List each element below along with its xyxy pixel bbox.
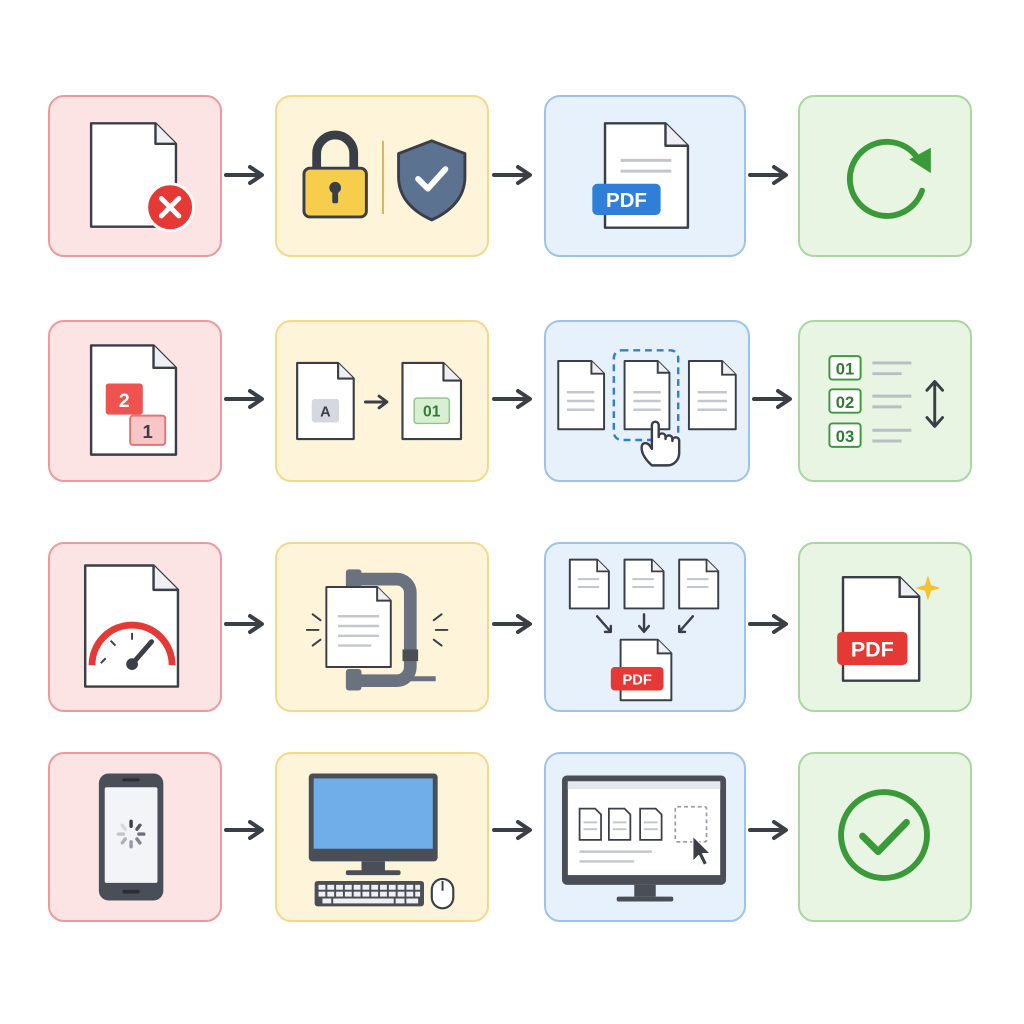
card-desktop [275,752,489,922]
flow-arrow [748,612,794,636]
order-item-2: 02 [836,393,854,412]
card-refresh [798,95,972,257]
order-item-1: 01 [836,360,854,379]
page-letter: A [320,405,331,421]
mouse-icon [430,877,455,910]
vertical-arrows-icon [925,380,945,428]
page-front-number: 2 [119,390,130,412]
card-success [798,752,972,922]
card-security [275,95,489,257]
pdf-badge-label: PDF [851,637,894,661]
flow-arrow [492,612,538,636]
page-order-icon: 1 2 [89,344,178,456]
flow-arrow [748,163,794,187]
merge-pdf-icon: PDF [568,558,720,702]
flow-arrow [748,818,794,842]
reorder-list-icon: 01 02 03 [828,355,945,448]
lock-icon [302,130,368,219]
card-pdf-convert: PDF [544,95,746,257]
page-back-number: 1 [143,421,153,442]
card-merge: PDF [544,542,746,712]
cursor-icon [692,835,712,866]
card-broken-file [48,95,222,257]
pdf-badge-label: PDF [623,673,652,689]
desktop-computer-icon [308,773,455,910]
file-error-icon [89,122,195,233]
clamp-compress-icon [305,569,449,691]
flow-arrow [492,163,538,187]
check-circle-icon [838,789,930,881]
keyboard-icon [314,880,424,907]
card-slow-file [48,542,222,712]
hand-cursor-icon [640,420,681,467]
flow-arrow [224,818,270,842]
loading-spinner-icon [116,819,146,849]
speed-gauge-icon [83,564,180,688]
refresh-icon [846,138,931,219]
card-mobile [48,752,222,922]
flow-arrow [224,163,270,187]
card-web-app [544,752,746,922]
page-renumber-icon: A 01 [296,361,463,441]
flow-arrow [492,818,538,842]
card-reorder-list: 01 02 03 [798,320,972,482]
card-page-order: 1 2 [48,320,222,482]
flow-arrow [492,387,538,411]
pdf-sparkle-icon: PDF [837,575,941,682]
pdf-badge-label: PDF [606,189,647,212]
phone-loading-icon [98,773,164,901]
page-number: 01 [423,404,441,421]
card-page-renumber: A 01 [275,320,489,482]
shield-check-icon [397,139,467,222]
card-page-select [544,320,750,482]
pdf-file-icon: PDF [592,122,690,229]
page-select-icon [557,349,737,467]
flow-arrow [752,387,798,411]
order-item-3: 03 [836,427,854,446]
flow-arrow [224,612,270,636]
card-compress [275,542,489,712]
flow-arrow [224,387,270,411]
monitor-pages-icon [562,775,727,902]
sparkle-icon [915,575,941,601]
card-final-pdf: PDF [798,542,972,712]
